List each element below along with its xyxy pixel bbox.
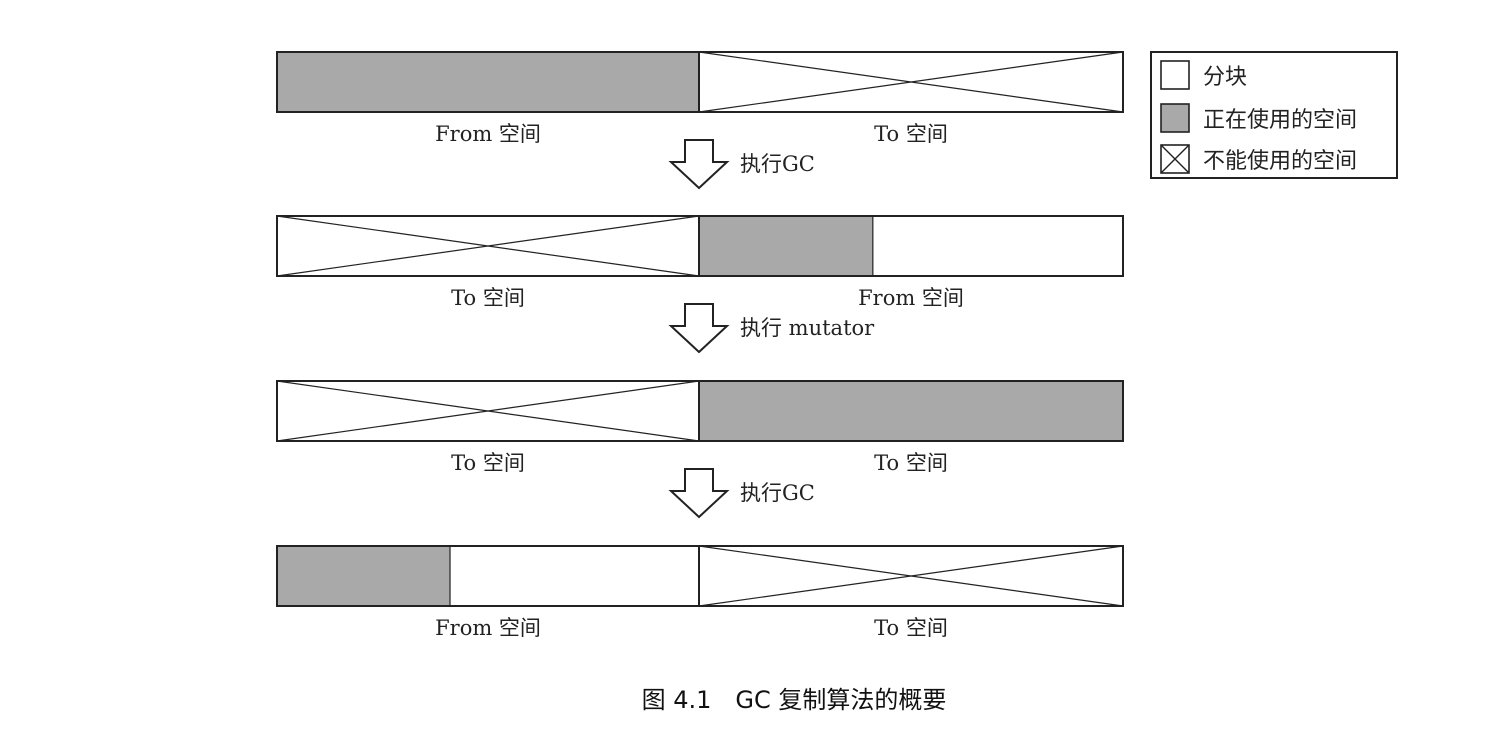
legend-label: 正在使用的空间 [1203,108,1357,133]
left-space-label: To 空间 [451,451,525,475]
right-space-label: To 空间 [874,616,948,640]
step-arrow-3: 执行GC [668,468,815,519]
heap-frame [276,215,1124,277]
right-space-label: From 空间 [858,286,964,310]
left-used-space [277,52,699,112]
left-space-label: From 空间 [435,122,541,146]
memory-row-1: From 空间 To 空间 [276,51,1124,146]
right-cross-line [698,545,1124,607]
step-label: 执行GC [740,481,815,505]
heap-frame [276,545,1124,607]
heap-frame [276,380,1124,442]
legend-label: 不能使用的空间 [1203,149,1357,174]
left-cross-line [276,215,700,277]
heap-frame [276,51,1124,113]
memory-row-2: To 空间 From 空间 [276,215,1124,310]
step-arrow-2: 执行 mutator [668,303,875,354]
left-space-label: To 空间 [451,286,525,310]
right-used-space [699,216,873,276]
memory-row-3: To 空间 To 空间 [276,380,1124,475]
down-arrow-icon [668,468,730,519]
right-space-label: To 空间 [874,122,948,146]
legend-label: 分块 [1203,65,1247,90]
figure-caption: 图 4.1 GC 复制算法的概要 [642,686,947,714]
left-space-label: From 空间 [435,616,541,640]
step-label: 执行 mutator [740,316,875,340]
right-space-label: To 空间 [874,451,948,475]
legend-item-filled: 正在使用的空间 [1160,103,1357,133]
right-cross-line [698,51,1124,113]
right-used-space [699,381,1123,441]
memory-row-4: From 空间 To 空间 [276,545,1124,640]
legend-item-empty: 分块 [1160,60,1247,90]
legend-item-crossed: 不能使用的空间 [1160,144,1357,174]
legend-swatch-filled [1160,103,1190,133]
step-arrow-1: 执行GC [668,139,815,190]
legend-swatch-empty [1160,60,1190,90]
legend-frame [1150,51,1398,179]
step-label: 执行GC [740,152,815,176]
arrows-layer: 执行GC 执行 mutator 执行GC [668,139,875,519]
left-cross-line [276,380,700,442]
legend-cross-line [1160,144,1190,174]
left-used-space [277,546,451,606]
down-arrow-icon [668,139,730,190]
down-arrow-icon [668,303,730,354]
